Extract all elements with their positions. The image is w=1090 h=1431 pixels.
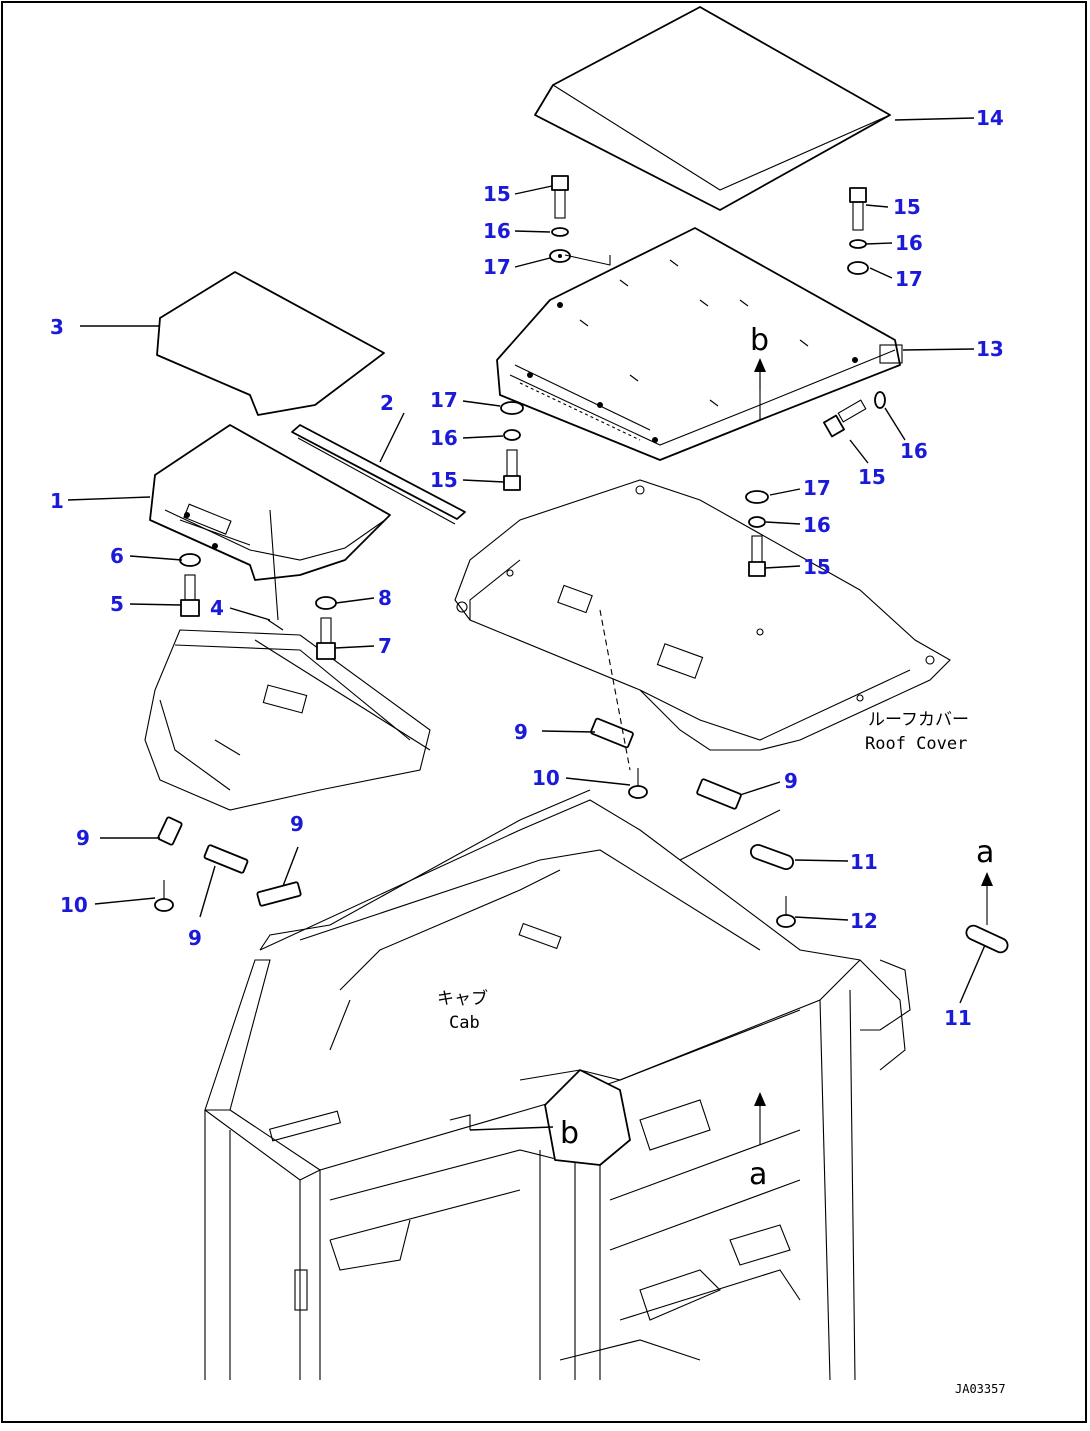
ref-a-bottom: a <box>749 1157 767 1192</box>
callout-14: 14 <box>976 106 1004 130</box>
ref-b-bottom: b <box>560 1116 579 1151</box>
strip-11-a <box>750 843 794 871</box>
callout-5: 5 <box>110 592 124 616</box>
bolt-7 <box>316 617 336 660</box>
clip-9-b <box>696 778 742 810</box>
callout-16-b: 16 <box>895 231 923 255</box>
drawing-code: JA03357 <box>955 1382 1006 1396</box>
cab-label-jp: キャブ <box>437 988 488 1009</box>
callout-3: 3 <box>50 315 64 339</box>
washer-6 <box>179 553 201 567</box>
callout-numbers: 3 2 1 6 5 4 8 7 15 16 17 15 16 17 14 13 … <box>50 106 1004 1030</box>
callout-13: 13 <box>976 337 1004 361</box>
roof-cover <box>454 479 951 751</box>
bolt-15-b <box>849 187 867 231</box>
callout-11-a: 11 <box>850 850 878 874</box>
callout-17-a: 17 <box>483 255 511 279</box>
callout-15-b: 15 <box>893 195 921 219</box>
part-labels: ルーフカバー Roof Cover キャブ Cab <box>437 710 969 1033</box>
roof-cover-label-jp: ルーフカバー <box>868 710 969 730</box>
alignment-lines <box>254 254 781 861</box>
callout-17-d: 17 <box>803 476 831 500</box>
leader-lines <box>67 117 986 1131</box>
callout-15-e: 15 <box>803 555 831 579</box>
callout-1: 1 <box>50 489 64 513</box>
roof-cover-label-en: Roof Cover <box>865 734 967 754</box>
washer-17-d <box>745 490 769 504</box>
callout-15-c: 15 <box>430 468 458 492</box>
callout-17-b: 17 <box>895 267 923 291</box>
callout-16-d: 16 <box>900 439 928 463</box>
cab-label-en: Cab <box>449 1013 480 1033</box>
callout-9-e: 9 <box>188 926 202 950</box>
screw-12 <box>776 896 796 928</box>
washer-17-c <box>500 401 524 415</box>
callout-9-b: 9 <box>784 769 798 793</box>
callout-10-a: 10 <box>532 766 560 790</box>
clip-9-e <box>256 881 302 907</box>
washer-16-d <box>874 391 886 409</box>
bolt-5 <box>180 574 200 617</box>
washer-17-b <box>847 261 869 275</box>
washer-16-e <box>748 516 766 528</box>
left-side-panel <box>144 629 431 811</box>
clip-9-a <box>590 717 634 749</box>
screw-10-a <box>628 768 648 799</box>
reference-arrows <box>586 358 993 1150</box>
strip-11-b <box>965 924 1009 954</box>
pin-4 <box>267 619 284 631</box>
bolt-15-d <box>823 399 867 438</box>
ref-b-top: b <box>750 323 769 358</box>
callout-8: 8 <box>378 586 392 610</box>
cab-structure <box>204 789 911 1381</box>
callout-11-b: 11 <box>944 1006 972 1030</box>
callout-9-a: 9 <box>514 720 528 744</box>
callout-9-d: 9 <box>290 812 304 836</box>
callout-2: 2 <box>380 391 394 415</box>
callout-10-b: 10 <box>60 893 88 917</box>
callout-17-c: 17 <box>430 388 458 412</box>
screw-10-b <box>154 880 174 912</box>
ref-a-right: a <box>976 835 994 870</box>
callout-9-c: 9 <box>76 826 90 850</box>
clip-9-d <box>203 844 249 874</box>
callout-12: 12 <box>850 909 878 933</box>
callout-16-a: 16 <box>483 219 511 243</box>
washer-8 <box>315 596 337 610</box>
callout-7: 7 <box>378 634 392 658</box>
part-3-sheet <box>156 271 385 416</box>
washer-16-c <box>503 429 521 441</box>
callout-4: 4 <box>210 596 224 620</box>
washer-16-b <box>849 239 867 249</box>
bolt-15-c <box>503 449 521 491</box>
bolt-15-e <box>748 535 766 577</box>
part-13-roof-plate <box>496 227 903 461</box>
callout-16-e: 16 <box>803 513 831 537</box>
clip-9-c <box>157 816 183 846</box>
fasteners <box>154 175 1009 954</box>
part-2-strip <box>291 424 466 525</box>
washer-16-a <box>551 227 569 237</box>
bolt-15-a <box>551 175 569 219</box>
view-references: b b a a <box>560 323 994 1192</box>
callout-6: 6 <box>110 544 124 568</box>
callout-15-d: 15 <box>858 465 886 489</box>
callout-15-a: 15 <box>483 182 511 206</box>
part-1-cover <box>149 424 391 621</box>
part-14-roof-panel <box>534 6 891 211</box>
callout-16-c: 16 <box>430 426 458 450</box>
ref-b-bubble <box>544 1069 631 1166</box>
